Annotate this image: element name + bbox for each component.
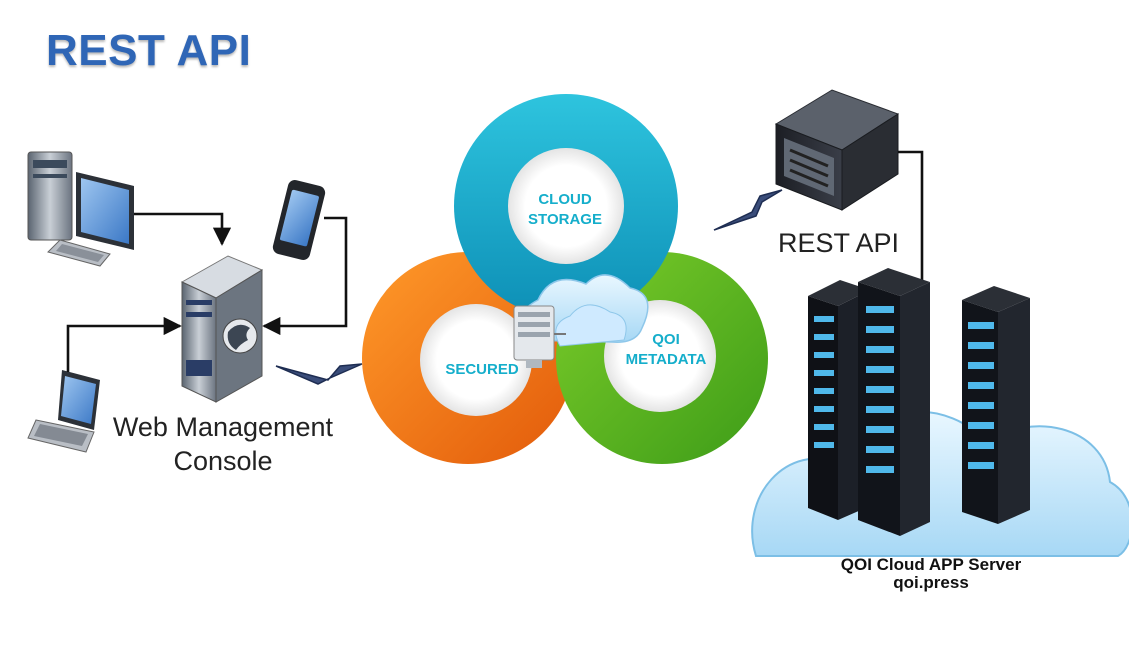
rest-api-label: REST API <box>778 228 900 258</box>
server-cluster-icon <box>808 268 1030 536</box>
rack-server-icon <box>774 89 900 211</box>
globe-server-icon <box>180 255 264 403</box>
qoi-metadata-line2: METADATA <box>625 351 707 368</box>
console-label-line2: Console <box>173 446 273 476</box>
cloud-storage-line1: CLOUD <box>538 191 592 208</box>
web-management-console-label: Web Management Console <box>108 410 338 478</box>
connector-line-right <box>898 150 924 284</box>
lightning-link-icon <box>275 363 363 385</box>
server-label-line1: QOI Cloud APP Server <box>840 555 1022 574</box>
qoi-metadata-line1: QOI <box>652 331 680 348</box>
cloud-storage-line2: STORAGE <box>528 211 602 228</box>
cloud-app-server-label: QOI Cloud APP Server qoi.press <box>800 556 1062 592</box>
cloud-icon <box>555 304 627 347</box>
secured-label: SECURED <box>445 361 519 378</box>
laptop-icon <box>27 370 100 453</box>
connector-lines-left <box>66 212 348 372</box>
cloud-server-icon <box>513 274 649 368</box>
lightning-link-icon <box>713 189 783 231</box>
desktop-computer-icon <box>27 151 134 267</box>
server-label-line2: qoi.press <box>893 573 969 592</box>
page-title: REST API <box>46 26 252 75</box>
mobile-phone-icon <box>272 180 326 260</box>
console-label-line1: Web Management <box>112 412 334 442</box>
cloud-storage-label: CLOUD STORAGE <box>505 190 625 230</box>
qoi-metadata-label: QOI METADATA <box>610 330 722 370</box>
